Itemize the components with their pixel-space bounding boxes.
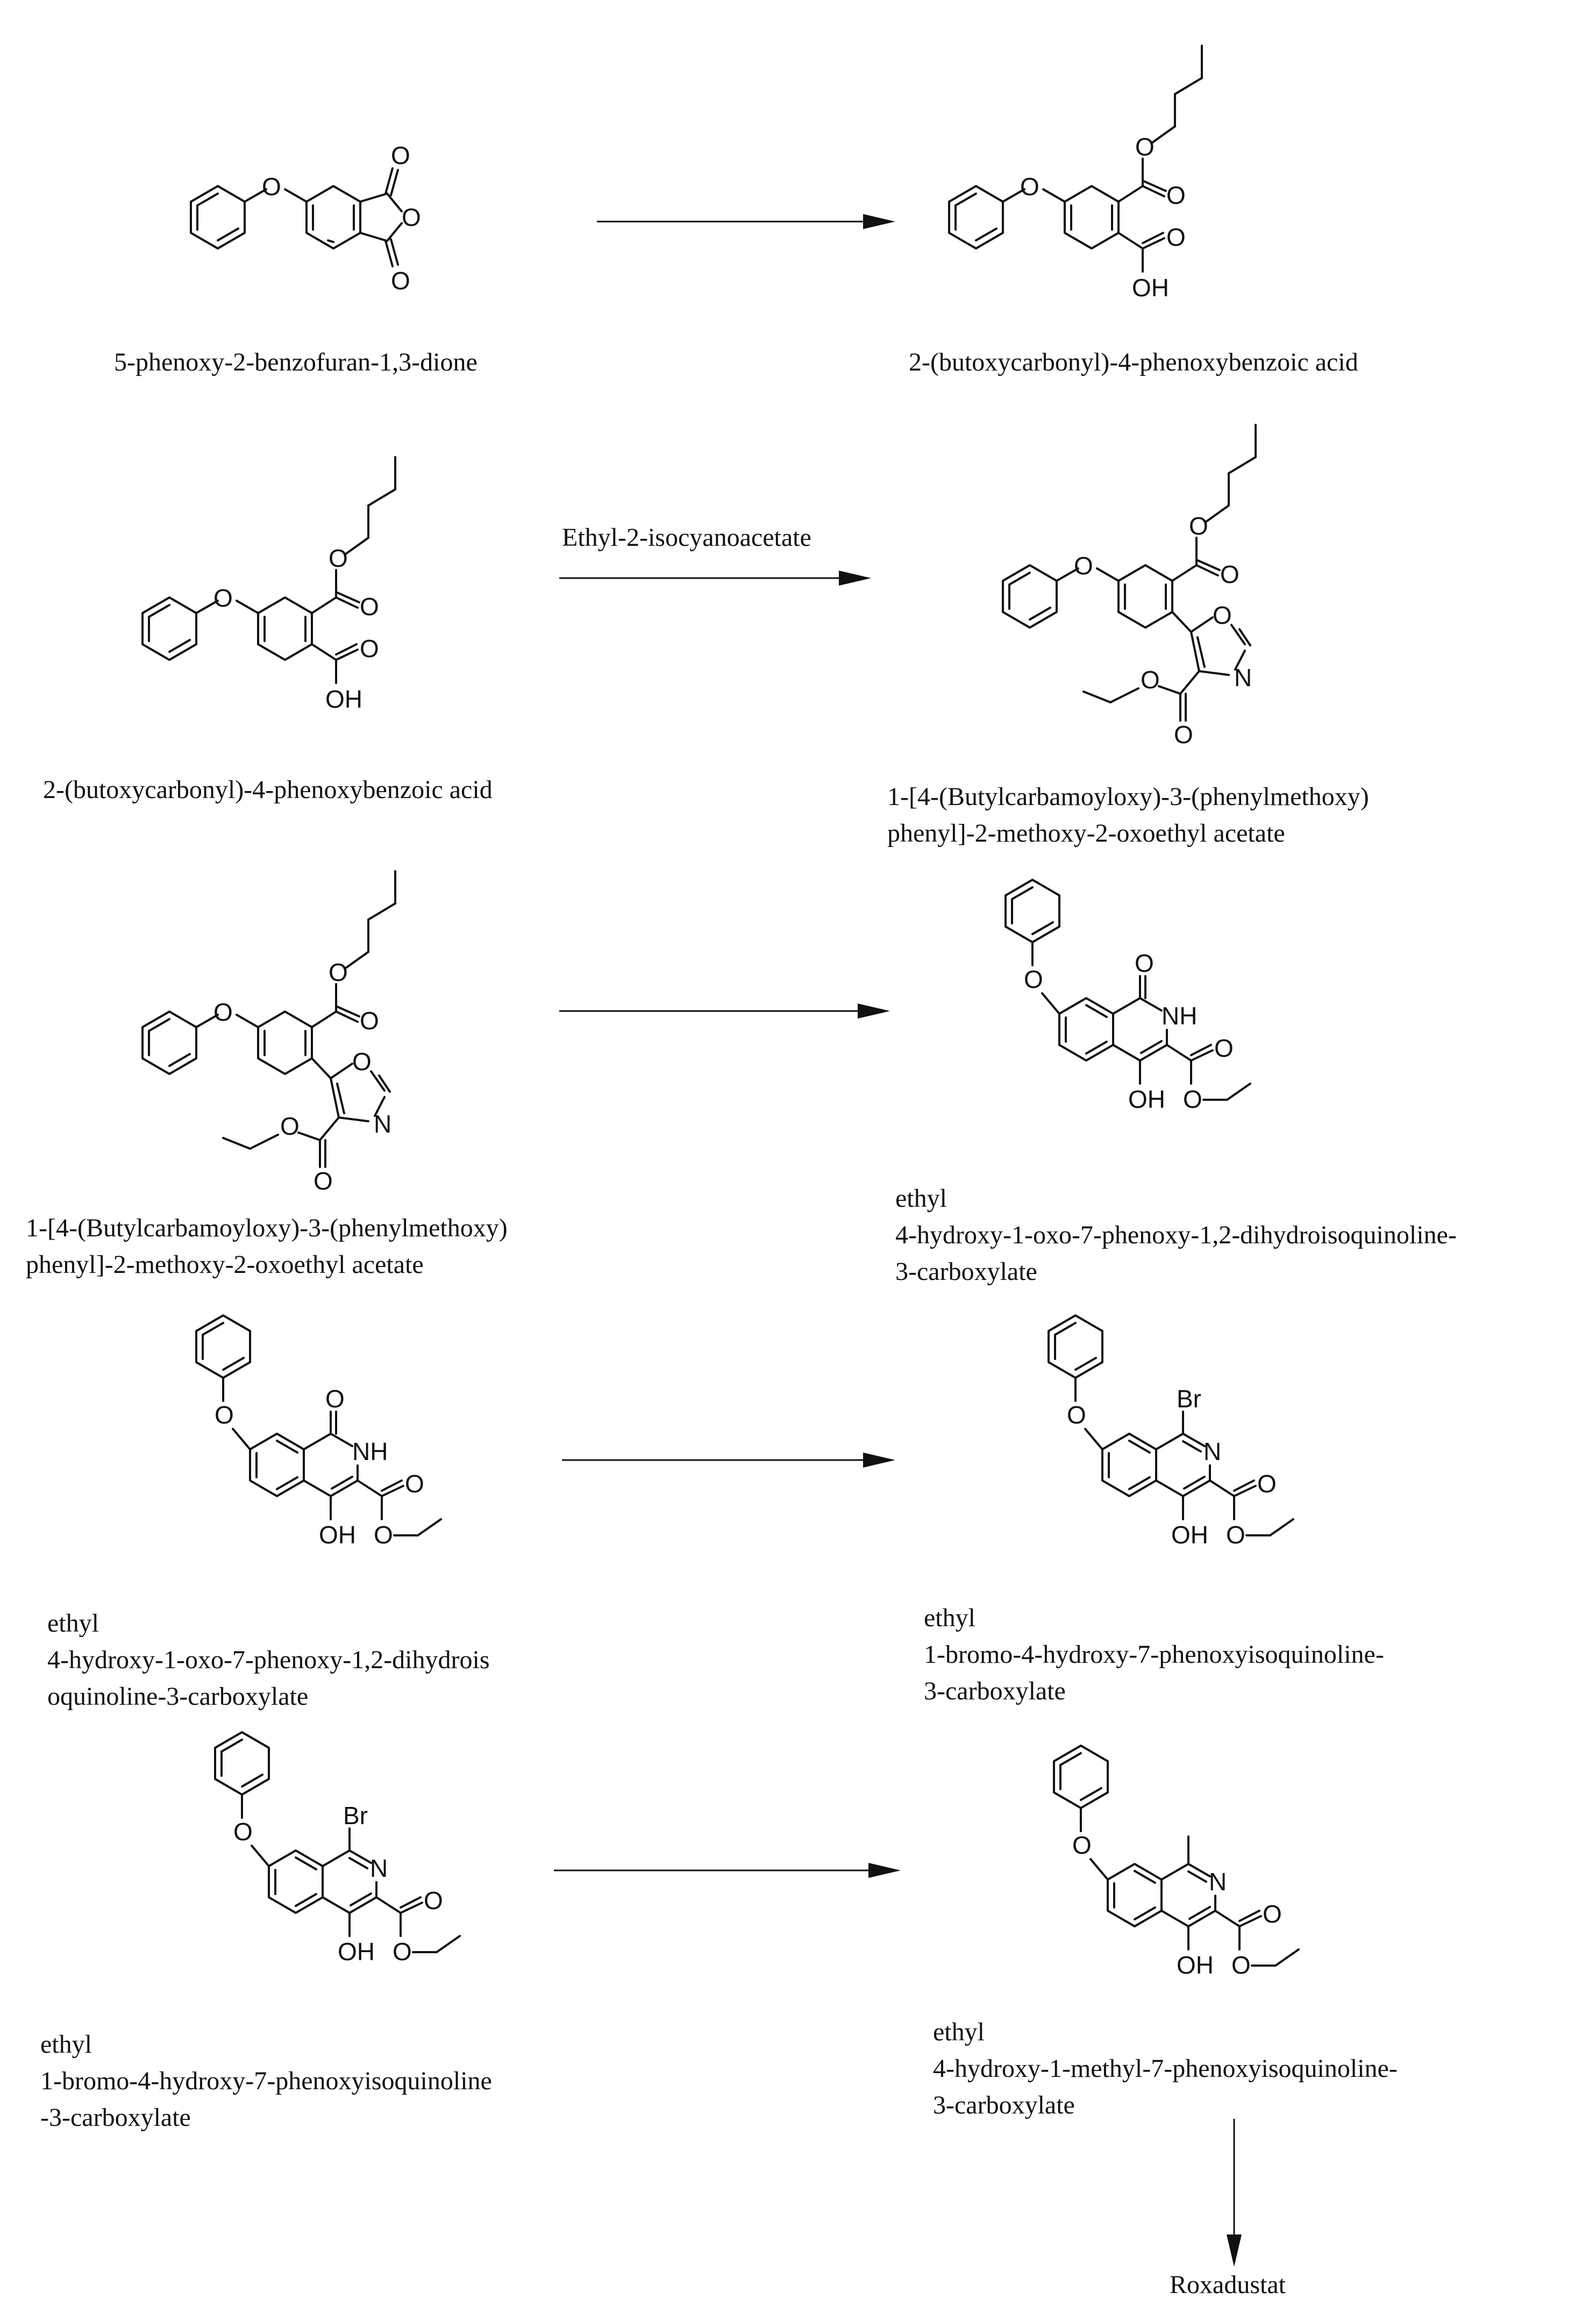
compound-name: ethyl 4-hydroxy-1-methyl-7-phenoxyisoqui… <box>933 2018 1398 2119</box>
compound-name: 1-[4-(Butylcarbamoyloxy)-3-(phenylmethox… <box>887 782 1369 848</box>
compound-name: 2-(butoxycarbonyl)-4-phenoxybenzoic acid <box>43 775 493 804</box>
arrow-step-1 <box>597 214 895 229</box>
compound-name: ethyl 4-hydroxy-1-oxo-7-phenoxy-1,2-dihy… <box>47 1609 490 1711</box>
structure-oxazole-intermediate <box>1002 424 1257 750</box>
structure-bromo-isoquinoline-2 <box>215 1732 460 1966</box>
arrow-step-3 <box>559 1003 890 1019</box>
arrow-step-4 <box>562 1453 895 1468</box>
reagent-label: Ethyl-2-isocyanoacetate <box>562 523 811 552</box>
compound-name: 5-phenoxy-2-benzofuran-1,3-dione <box>114 348 478 376</box>
arrow-step-final <box>1227 2119 1242 2267</box>
structure-butoxycarbonyl-phenoxybenzoic-acid-2 <box>141 456 396 714</box>
structure-isoquinolinone <box>1006 880 1250 1113</box>
compound-name: 2-(butoxycarbonyl)-4-phenoxybenzoic acid <box>909 348 1358 376</box>
structure-butoxycarbonyl-phenoxybenzoic-acid <box>948 45 1203 303</box>
compound-name: ethyl 4-hydroxy-1-oxo-7-phenoxy-1,2-dihy… <box>895 1184 1457 1286</box>
compound-name: ethyl 1-bromo-4-hydroxy-7-phenoxyisoquin… <box>40 2030 492 2132</box>
arrow-step-5 <box>554 1863 901 1878</box>
structure-bromo-isoquinoline <box>1049 1315 1293 1549</box>
structure-isoquinolinone-2 <box>196 1315 441 1549</box>
final-product-label: Roxadustat <box>1170 2271 1286 2299</box>
structure-phenoxy-benzofurandione <box>190 140 422 296</box>
compound-name: ethyl 1-bromo-4-hydroxy-7-phenoxyisoquin… <box>924 1604 1384 1705</box>
arrow-step-2 <box>559 571 871 586</box>
structure-oxazole-intermediate-2 <box>141 870 396 1196</box>
structure-methyl-isoquinoline <box>1054 1746 1299 1979</box>
compound-name: 1-[4-(Butylcarbamoyloxy)-3-(phenylmethox… <box>26 1214 508 1279</box>
